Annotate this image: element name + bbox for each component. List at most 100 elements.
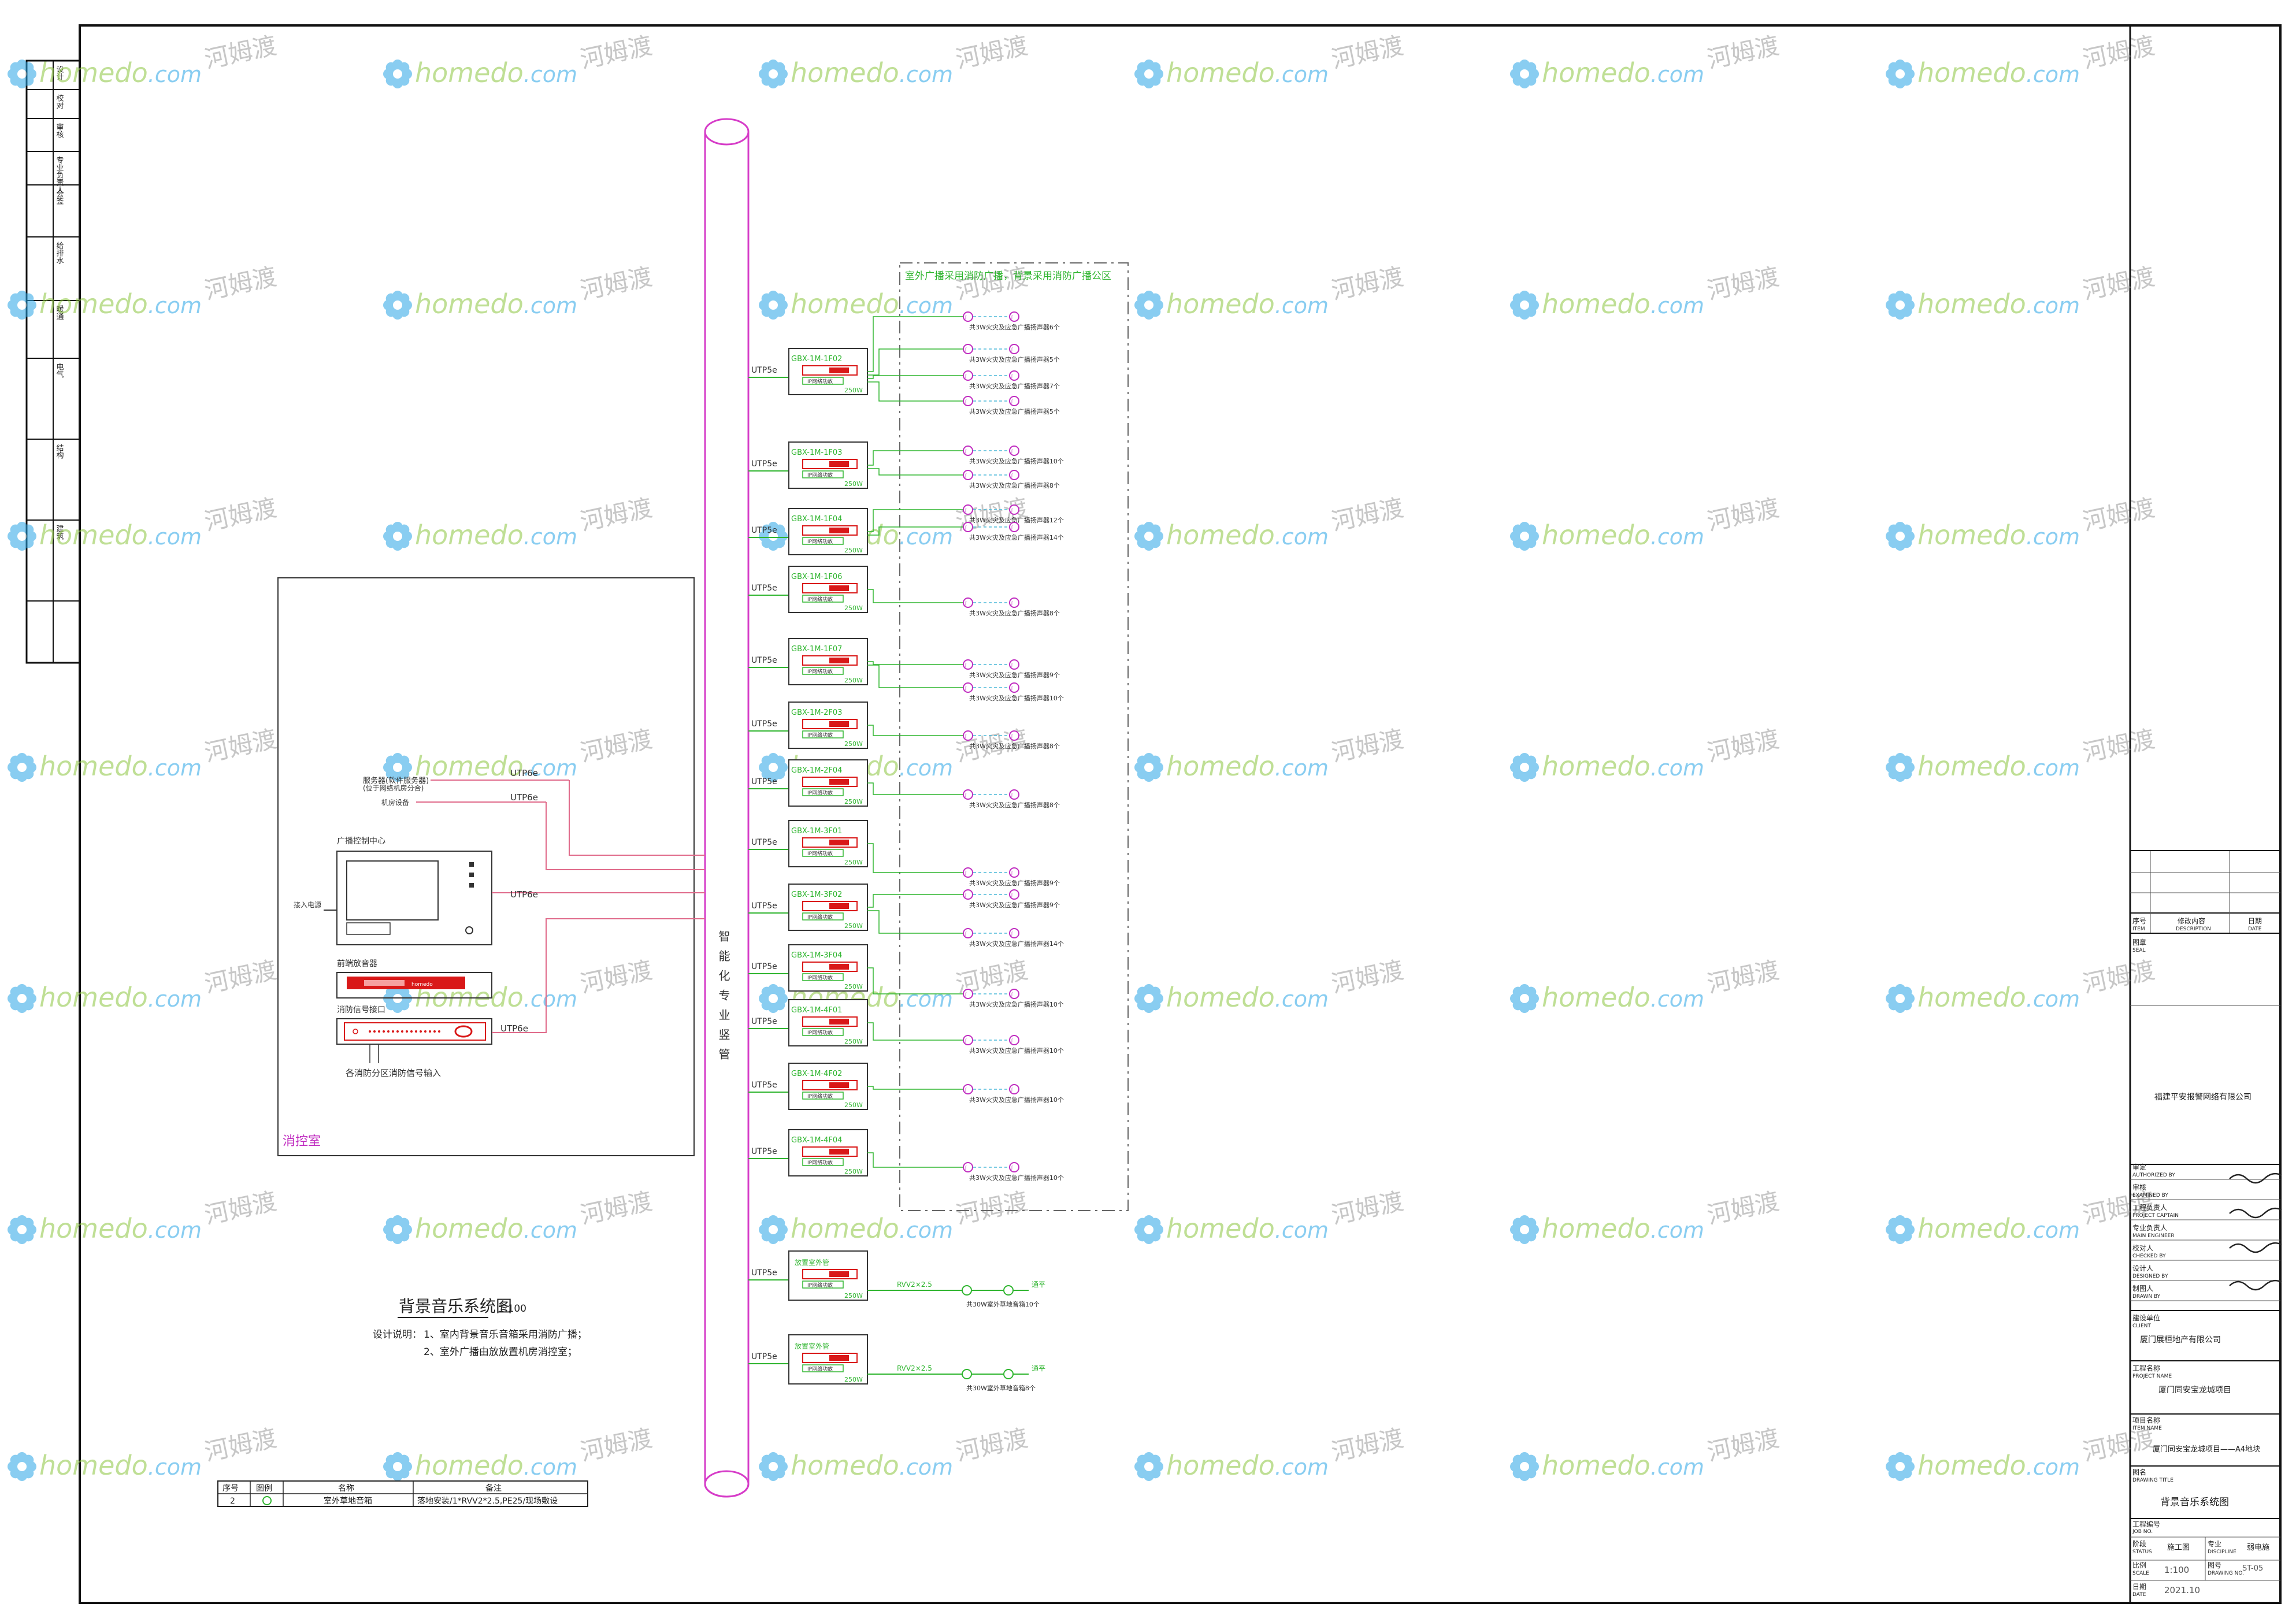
speaker-feed: [867, 1086, 968, 1090]
player-label: 前端放音器: [337, 959, 377, 968]
flower-logo-icon: [1510, 753, 1539, 782]
watermark-cn: 河姆渡: [202, 1187, 279, 1230]
amplifier-display: [829, 658, 849, 663]
riser-cylinder: 智能化专业竖管: [704, 118, 750, 1498]
watermark-cn: 河姆渡: [1329, 1424, 1405, 1467]
role-label-en-5: DESIGNED BY: [2132, 1274, 2168, 1279]
amplifier-module: [802, 788, 844, 796]
tail-label: 通平: [1032, 1364, 1045, 1372]
role-label-6: 制图人: [2132, 1285, 2153, 1293]
speaker-icon: [963, 311, 973, 322]
speaker-label: 共3W火灾及应急广播扬声器8个: [969, 481, 1060, 489]
diagram-title: 背景音乐系统图: [399, 1297, 512, 1316]
flower-logo-icon: [383, 753, 412, 782]
fire-panel-dot: [378, 1030, 380, 1033]
amplifier-id: GBX-1M-4F01: [791, 1006, 842, 1015]
rev-header-desc-en: DESCRIPTION: [2176, 926, 2211, 932]
amplifier-power: 250W: [844, 480, 863, 488]
note-item-1: 1、室内背景音乐音箱采用消防广播；: [424, 1329, 587, 1341]
speaker-icon: [1009, 659, 1019, 670]
watermark-text: homedo.com: [1542, 982, 1704, 1013]
watermark-text: homedo.com: [1917, 57, 2080, 88]
speaker-glyph: ʃ: [1011, 1166, 1013, 1170]
amplifier-module: [802, 1280, 844, 1289]
speaker-feed: [867, 381, 968, 402]
role-label-4: 校对人: [2132, 1244, 2153, 1252]
project-label-en: PROJECT NAME: [2132, 1374, 2172, 1379]
role-label-en-6: DRAWN BY: [2132, 1294, 2161, 1300]
title-block: 序号 ITEM 修改内容 DESCRIPTION 日期 DATE 图章 SEAL…: [2130, 850, 2282, 1598]
rev-header-date-en: DATE: [2248, 926, 2262, 932]
date-label-en: DATE: [2132, 1592, 2146, 1598]
speaker-glyph: ʃ: [1011, 525, 1013, 530]
fire-panel-dot: [429, 1030, 431, 1033]
watermark-cn: 河姆渡: [1704, 31, 1781, 74]
strip-label-1: 校对: [55, 94, 64, 109]
cable-label: UTP5e: [751, 838, 777, 847]
role-label-en-3: MAIN ENGINEER: [2132, 1233, 2175, 1239]
amplifier-id: GBX-1M-1F03: [791, 448, 842, 457]
speaker-glyph: ʃ: [1011, 374, 1013, 378]
watermark-cn: 河姆渡: [1704, 493, 1781, 536]
watermark-cn: 河姆渡: [1329, 31, 1405, 74]
watermark-text: homedo.com: [1542, 57, 1704, 88]
notes-head: 设计说明：: [373, 1329, 422, 1341]
fire-panel-dot: [369, 1030, 371, 1033]
project-value: 厦门同安宝龙城项目: [2158, 1386, 2231, 1395]
fire-panel-dot: [392, 1030, 394, 1033]
speaker-glyph: ʃ: [965, 893, 967, 897]
amplifier-power: 250W: [844, 740, 863, 748]
amplifier-display: [829, 585, 849, 591]
amplifier-sub: IP网络功放: [807, 1282, 833, 1289]
speaker-label: 共3W火灾及应急广播扬声器9个: [969, 879, 1060, 887]
amplifier-power: 250W: [844, 1376, 863, 1383]
watermark-cn: 河姆渡: [1704, 725, 1781, 767]
watermark-cn: 河姆渡: [1329, 493, 1405, 536]
speaker-icon: [963, 1084, 973, 1094]
amplifier-module: [802, 1364, 844, 1372]
amplifier-id: GBX-1M-1F06: [791, 573, 842, 581]
speaker-feed: [867, 468, 968, 476]
speaker-icon: [963, 928, 973, 938]
speaker-icon: [1009, 597, 1019, 608]
amplifier-id: GBX-1M-3F01: [791, 827, 842, 836]
watermark-cn: 河姆渡: [202, 1424, 279, 1467]
speaker-label: 共3W火灾及应急广播扬声器12个: [969, 516, 1064, 524]
amplifier-module: [802, 973, 844, 981]
speaker-label: 共3W火灾及应急广播扬声器10个: [969, 1174, 1064, 1182]
legend-header-remark: 备注: [485, 1483, 502, 1493]
server-sublabel: (位于网络机房分合): [363, 784, 424, 792]
riser-label: 智能化专业竖管: [717, 930, 730, 1068]
flower-logo-icon: [1510, 1215, 1539, 1244]
flower-logo-icon: [383, 291, 412, 320]
speaker-feed: [867, 967, 968, 994]
speaker-glyph: ʃ: [965, 473, 967, 478]
amplifier-id: 放置室外管: [795, 1258, 829, 1267]
outdoor-speaker-symbol: [262, 1496, 272, 1505]
fire-panel-dot: [433, 1030, 436, 1033]
watermark-cn: 河姆渡: [1329, 262, 1405, 305]
flower-logo-icon: [1886, 291, 1915, 320]
watermark-text: homedo.com: [1166, 1213, 1329, 1244]
legend-header-name: 名称: [338, 1484, 354, 1493]
speaker-feed: [867, 375, 968, 379]
amplifier-module: [802, 1028, 844, 1036]
role-label-0: 审定: [2132, 1163, 2146, 1171]
fire-interface: [336, 1018, 492, 1045]
amplifier-power: 250W: [844, 859, 863, 866]
watermark-cn: 河姆渡: [1704, 262, 1781, 305]
amplifier-power: 250W: [844, 387, 863, 394]
